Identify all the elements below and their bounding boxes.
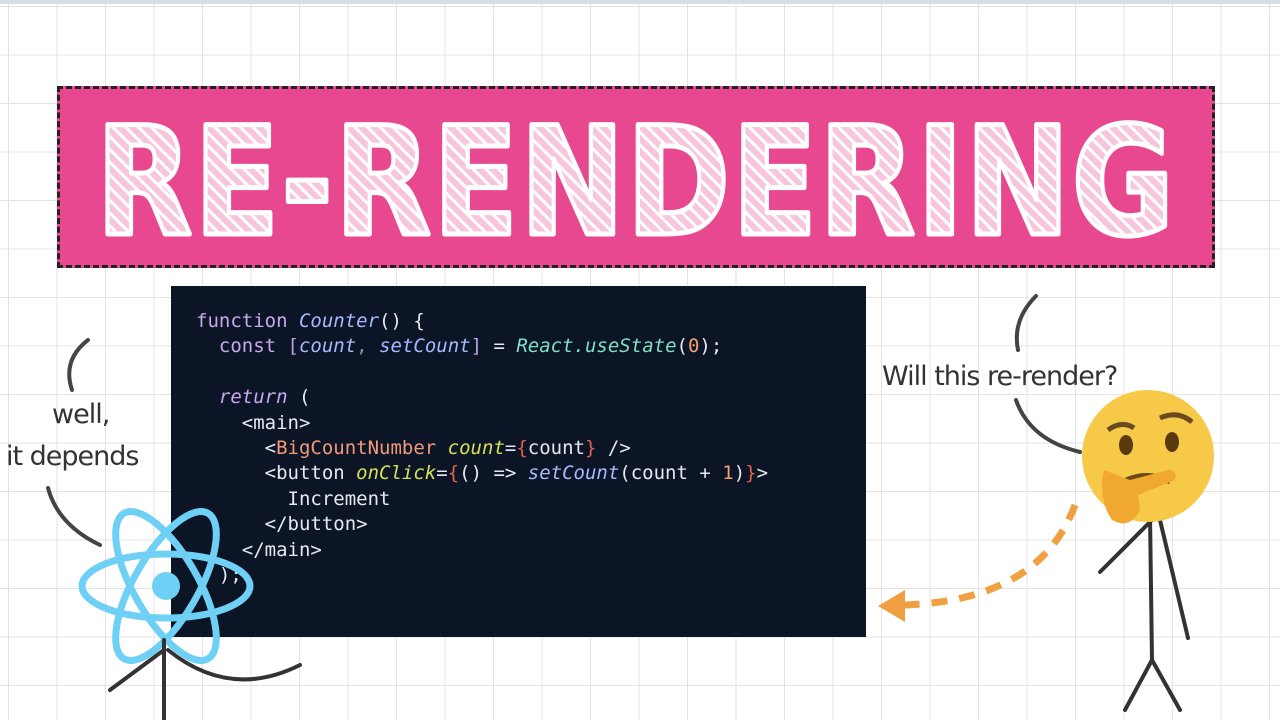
code-token: BigCountNumber [276,436,448,459]
code-line: <button onClick={() => setCount(count + … [196,461,768,486]
code-token: </main> [196,538,322,561]
code-line: const [count, setCount] = React.useState… [196,334,768,359]
code-token: /> [596,436,631,459]
code-token: return [196,386,288,409]
code-token: < [196,436,277,459]
caption-question: Will this re-render? [882,361,1118,392]
code-line: function Counter() { [196,309,768,334]
right-stick-figure [1098,513,1190,712]
code-token: = [482,335,517,358]
code-line: ); [196,563,768,588]
caption-it-depends: it depends [6,441,139,472]
code-token: { [516,436,528,459]
code-token: count [447,436,505,459]
code-token: Counter [298,310,380,332]
code-token: > [756,462,769,485]
code-text: function Counter() { const [count, setCo… [196,309,768,588]
code-token: } [584,436,597,459]
title-banner: RE-RENDERING [57,86,1215,268]
code-token: [ [287,335,299,358]
code-token: React.useState [516,335,677,358]
code-token: ] [470,335,483,358]
code-token: ) [733,462,746,485]
code-line: <main> [196,411,768,436]
code-token: , [356,335,380,358]
code-token: count [298,335,357,358]
code-token: 1 [722,462,734,485]
code-line [196,360,768,385]
code-token: () { [379,310,425,332]
code-token: const [196,335,288,358]
code-token: Increment [196,487,391,510]
code-token: setCount [527,462,620,485]
top-border [0,0,1280,4]
code-line: return ( [196,385,768,410]
code-token: (count + [619,462,723,485]
code-line: Increment [196,487,768,512]
code-token: setCount [379,335,471,358]
caption-well: well, [52,399,110,430]
left-stick-figure [108,638,302,720]
code-token: ); [196,563,242,586]
page-title: RE-RENDERING [96,96,1176,265]
dashed-arrow-icon [878,503,1079,622]
code-token: } [745,462,757,485]
code-token: { [447,462,460,485]
code-token: ( [676,335,688,358]
code-line: </main> [196,538,768,563]
code-token: function [196,310,299,332]
code-token: </button> [196,513,368,536]
code-token: <main> [196,411,311,434]
code-line: </button> [196,512,768,537]
code-token: ); [699,335,723,358]
code-token: 0 [687,335,700,358]
code-token: <button [196,462,357,485]
code-token: onClick [356,462,437,485]
code-block: function Counter() { const [count, setCo… [171,286,866,637]
code-token: count [527,436,585,459]
code-token: = [504,436,517,459]
code-line: <BigCountNumber count={count} /> [196,436,768,461]
code-token: ( [287,386,311,409]
thinking-face-emoji-icon [1082,390,1214,524]
title-graphic: RE-RENDERING [94,94,1177,266]
code-token: () => [459,462,528,485]
code-token: = [436,462,448,485]
